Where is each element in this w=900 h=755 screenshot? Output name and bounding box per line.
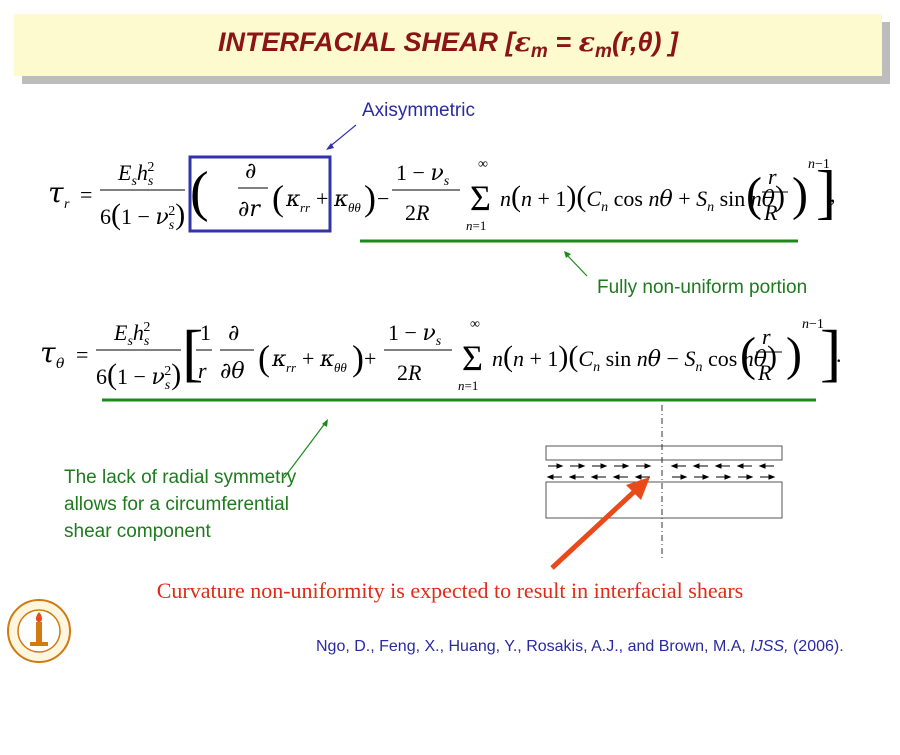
radial-arrow bbox=[283, 421, 327, 479]
svg-text:(: ( bbox=[740, 328, 756, 381]
title-banner: INTERFACIAL SHEAR [εm = εm(r,θ) ] bbox=[14, 14, 882, 76]
nonuniform-arrow bbox=[565, 253, 588, 277]
svg-text:(: ( bbox=[746, 168, 762, 221]
curvature-statement: Curvature non-uniformity is expected to … bbox=[156, 578, 744, 603]
svg-text:n(n + 1)(Cn sin nθ − Sn cos nθ: n(n + 1)(Cn sin nθ − Sn cos nθ) bbox=[492, 340, 777, 375]
svg-text:Eshs2: Eshs2 bbox=[113, 320, 150, 349]
svg-text:τ: τ bbox=[48, 176, 64, 209]
svg-text:): ) bbox=[352, 338, 364, 378]
axisymmetric-label: Axisymmetric bbox=[362, 100, 475, 121]
equation-tau-r: τ r = Eshs2 6(1 − νs2) ( ∂ ∂r ( κ rr + κ… bbox=[48, 157, 836, 233]
caltech-seal-icon bbox=[7, 599, 71, 663]
svg-text:1 − νs: 1 − νs bbox=[396, 160, 450, 189]
svg-text:θθ: θθ bbox=[348, 200, 361, 215]
svg-text:r: r bbox=[198, 358, 207, 383]
layer-diagram bbox=[545, 405, 783, 560]
svg-text:]: ] bbox=[816, 159, 836, 225]
svg-text:∂: ∂ bbox=[228, 321, 239, 346]
svg-text:[: [ bbox=[182, 317, 203, 388]
svg-text:+: + bbox=[302, 346, 314, 371]
svg-text:Σ: Σ bbox=[462, 338, 483, 378]
radial-symmetry-note: The lack of radial symmetry allows for a… bbox=[64, 467, 297, 542]
svg-text:): ) bbox=[786, 328, 802, 381]
svg-text:θ: θ bbox=[56, 356, 65, 372]
svg-text:κ: κ bbox=[319, 347, 335, 372]
svg-text:2R: 2R bbox=[397, 360, 422, 385]
svg-text:r: r bbox=[64, 197, 70, 212]
svg-text:+: + bbox=[364, 346, 376, 371]
svg-text:r: r bbox=[768, 164, 777, 189]
svg-text:n−1: n−1 bbox=[808, 157, 830, 172]
svg-text:2R: 2R bbox=[405, 200, 430, 225]
fully-nonuniform-label: Fully non-uniform portion bbox=[597, 277, 808, 298]
svg-text:Eshs2: Eshs2 bbox=[117, 160, 154, 189]
svg-text:.: . bbox=[836, 342, 842, 367]
svg-text:rr: rr bbox=[286, 360, 297, 375]
svg-text:n−1: n−1 bbox=[802, 317, 824, 332]
svg-text:(: ( bbox=[258, 338, 270, 378]
svg-text:∞: ∞ bbox=[470, 317, 480, 332]
svg-text:κ: κ bbox=[271, 347, 287, 372]
svg-text:∂θ: ∂θ bbox=[220, 359, 245, 384]
equation-tau-theta: τ θ = Eshs2 6(1 − νs2) [ 1 r ∂ ∂θ ( κ rr… bbox=[40, 317, 842, 393]
svg-text:): ) bbox=[364, 178, 376, 218]
axisymmetric-box bbox=[188, 155, 332, 233]
svg-text:θθ: θθ bbox=[334, 360, 347, 375]
svg-text:−: − bbox=[377, 186, 389, 211]
svg-text:=: = bbox=[76, 342, 88, 367]
svg-text:1 − νs: 1 − νs bbox=[388, 320, 442, 349]
svg-text:∞: ∞ bbox=[478, 157, 488, 172]
page-title: INTERFACIAL SHEAR [εm = εm(r,θ) ] bbox=[217, 27, 678, 62]
svg-text:1: 1 bbox=[200, 320, 211, 345]
svg-text:=: = bbox=[80, 182, 92, 207]
svg-text:,: , bbox=[830, 182, 836, 207]
curvature-arrow bbox=[550, 488, 638, 570]
citation: Ngo, D., Feng, X., Huang, Y., Rosakis, A… bbox=[316, 638, 844, 655]
svg-text:(: ( bbox=[190, 161, 209, 223]
svg-text:(: ( bbox=[272, 178, 284, 218]
svg-text:rr: rr bbox=[300, 200, 311, 215]
axisymmetric-arrow bbox=[327, 124, 357, 149]
svg-text:6(1 − νs2): 6(1 − νs2) bbox=[100, 198, 185, 233]
svg-text:r: r bbox=[762, 324, 771, 349]
svg-text:+: + bbox=[316, 186, 328, 211]
svg-text:n=1: n=1 bbox=[458, 378, 478, 393]
svg-text:Σ: Σ bbox=[470, 178, 491, 218]
svg-text:τ: τ bbox=[40, 336, 56, 369]
svg-text:κ: κ bbox=[333, 187, 349, 212]
svg-text:R: R bbox=[763, 200, 778, 225]
svg-text:]: ] bbox=[820, 317, 841, 388]
svg-text:6(1 − νs2): 6(1 − νs2) bbox=[96, 358, 181, 393]
svg-text:κ: κ bbox=[285, 187, 301, 212]
svg-text:): ) bbox=[792, 168, 808, 221]
svg-text:n(n + 1)(Cn cos nθ + Sn sin nθ: n(n + 1)(Cn cos nθ + Sn sin nθ) bbox=[500, 180, 785, 215]
svg-text:∂: ∂ bbox=[245, 159, 256, 184]
svg-text:∂r: ∂r bbox=[238, 197, 261, 222]
svg-text:n=1: n=1 bbox=[466, 218, 486, 233]
svg-text:R: R bbox=[757, 360, 772, 385]
